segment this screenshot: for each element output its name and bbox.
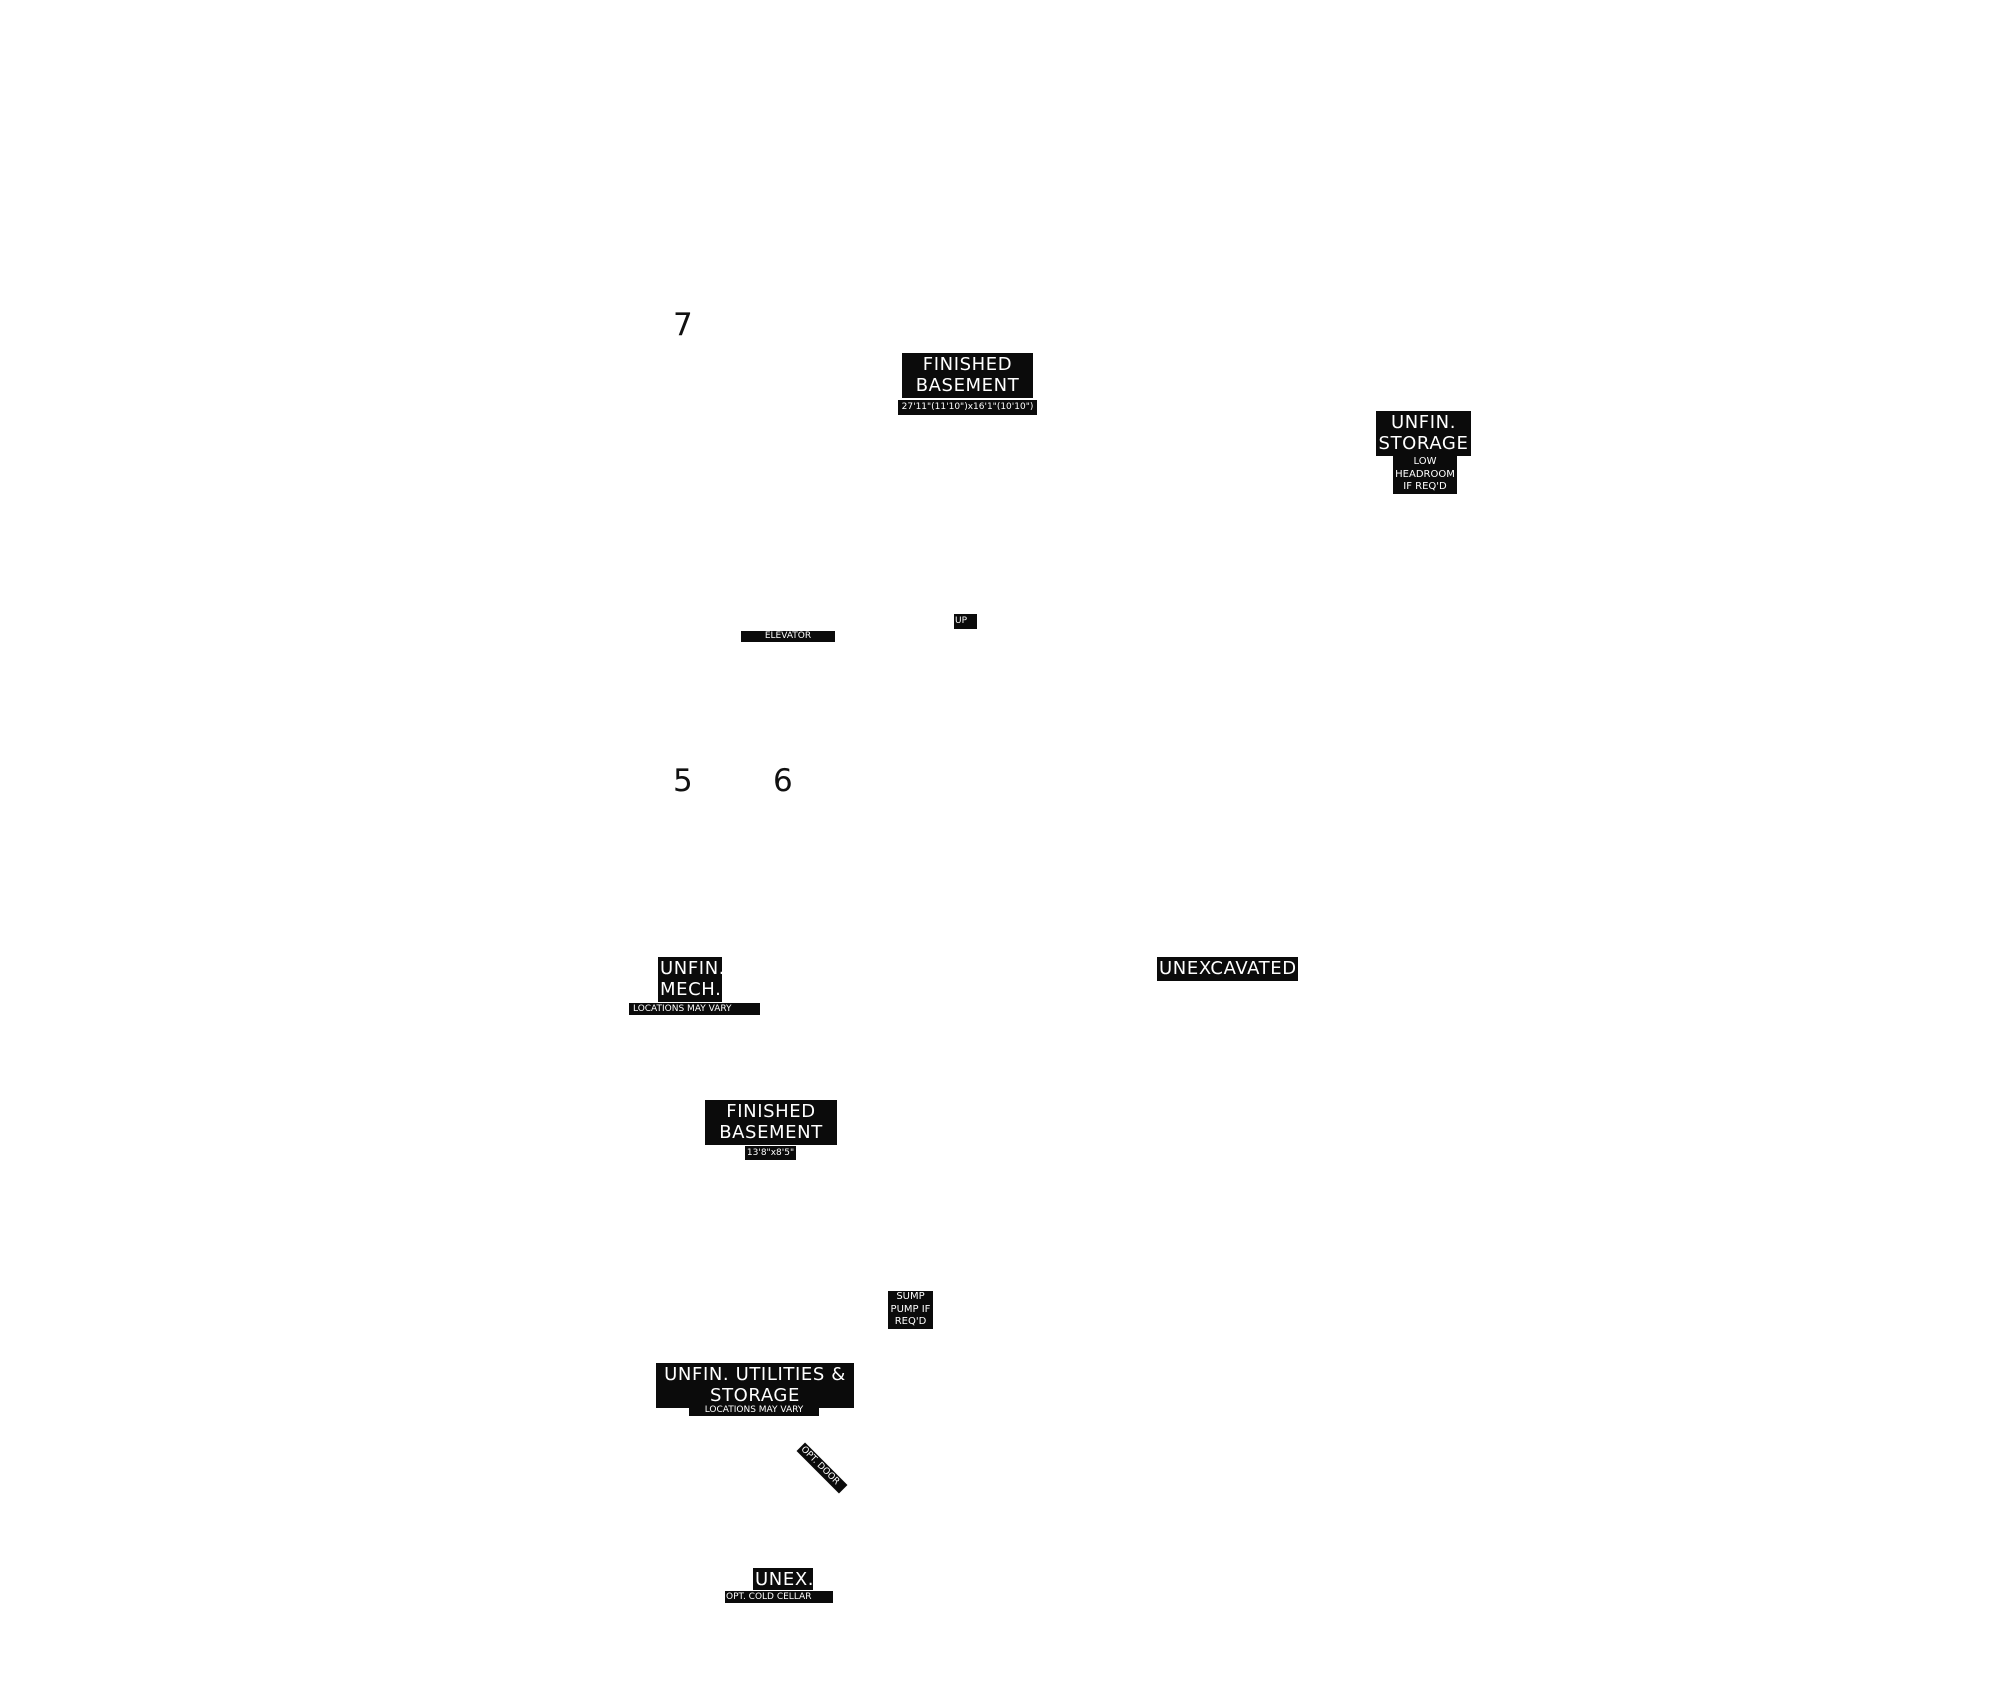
section-number-5: 5 — [673, 763, 693, 799]
elevator-label: ELEVATOR — [741, 631, 835, 642]
finished-basement-lower-label: FINISHED BASEMENT — [705, 1100, 837, 1145]
finished-basement-dimensions: 27'11"(11'10")x16'1"(10'10") — [898, 400, 1037, 415]
section-number-6: 6 — [773, 763, 793, 799]
unfin-mech-label: UNFIN. MECH. — [658, 957, 722, 1002]
stairs-up-label: UP — [954, 614, 977, 629]
unex-label: UNEX. — [753, 1568, 813, 1590]
finished-basement-label: FINISHED BASEMENT — [902, 353, 1033, 398]
unfin-mech-note: LOCATIONS MAY VARY — [629, 1003, 760, 1015]
finished-basement-lower-dimensions: 13'8"x8'5" — [745, 1146, 796, 1160]
optional-door-label: OPT. DOOR — [796, 1442, 848, 1494]
unfin-storage-note: LOW HEADROOM IF REQ'D — [1393, 456, 1457, 494]
cold-cellar-note: OPT. COLD CELLAR — [725, 1591, 833, 1603]
unfin-storage-label: UNFIN. STORAGE — [1376, 411, 1471, 456]
unexcavated-label: UNEXCAVATED — [1157, 957, 1298, 981]
unfin-utilities-storage-label: UNFIN. UTILITIES & STORAGE — [656, 1363, 854, 1408]
unfin-utilities-storage-note: LOCATIONS MAY VARY — [689, 1404, 819, 1416]
sump-pump-label: SUMP PUMP IF REQ'D — [888, 1291, 933, 1329]
section-number-7: 7 — [673, 307, 693, 343]
